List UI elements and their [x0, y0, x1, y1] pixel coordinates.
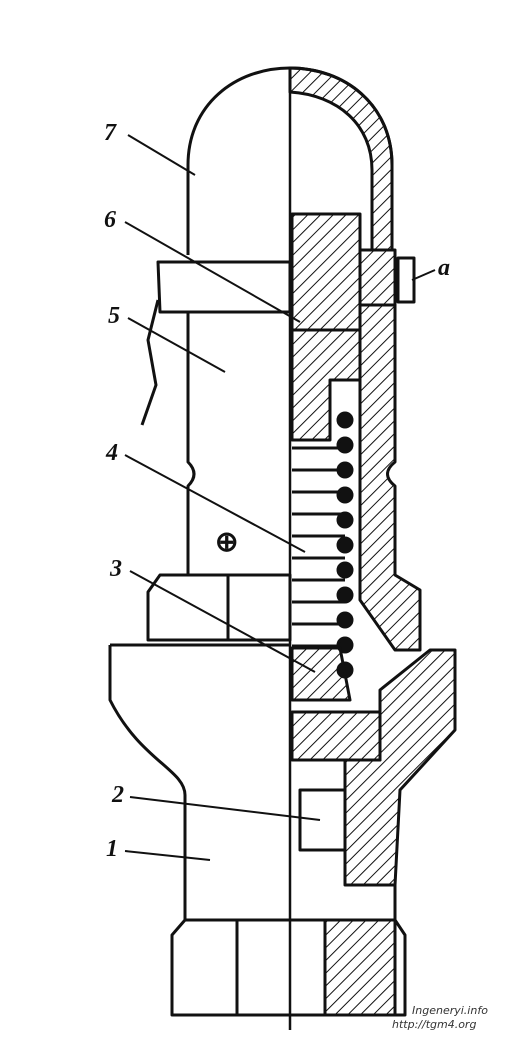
lock-ring-section	[290, 212, 362, 332]
lock-ring	[156, 260, 292, 314]
spring-seat-upper	[290, 328, 362, 442]
callout-7: 7	[104, 120, 116, 146]
seat-section	[290, 710, 382, 762]
seal-clip-a	[396, 256, 416, 304]
watermark-line1: Ingeneryi.info	[412, 1004, 488, 1017]
callout-a: a	[438, 255, 450, 281]
callout-3: 3	[110, 556, 122, 582]
body-section	[358, 303, 422, 652]
bottom-fitting-section	[323, 918, 397, 1017]
callout-6: 6	[104, 207, 116, 233]
callout-4: 4	[106, 440, 118, 466]
inlet-bore	[298, 788, 347, 852]
callout-5: 5	[108, 303, 120, 329]
body-left-outline	[186, 312, 196, 575]
test-lever	[140, 299, 160, 426]
leader-lines	[124, 134, 436, 861]
spring-coils	[292, 411, 354, 679]
upper-hex-nut	[146, 573, 292, 642]
callout-2: 2	[112, 782, 124, 808]
lower-body-section	[343, 648, 457, 887]
watermark-line2: http://tgm4.org	[392, 1018, 477, 1031]
callout-1: 1	[106, 836, 118, 862]
flow-direction-symbol: ⊕	[215, 527, 239, 558]
valve-disc-section	[290, 646, 352, 702]
cap-thread-section	[358, 248, 397, 307]
lower-body-outline	[108, 643, 290, 885]
